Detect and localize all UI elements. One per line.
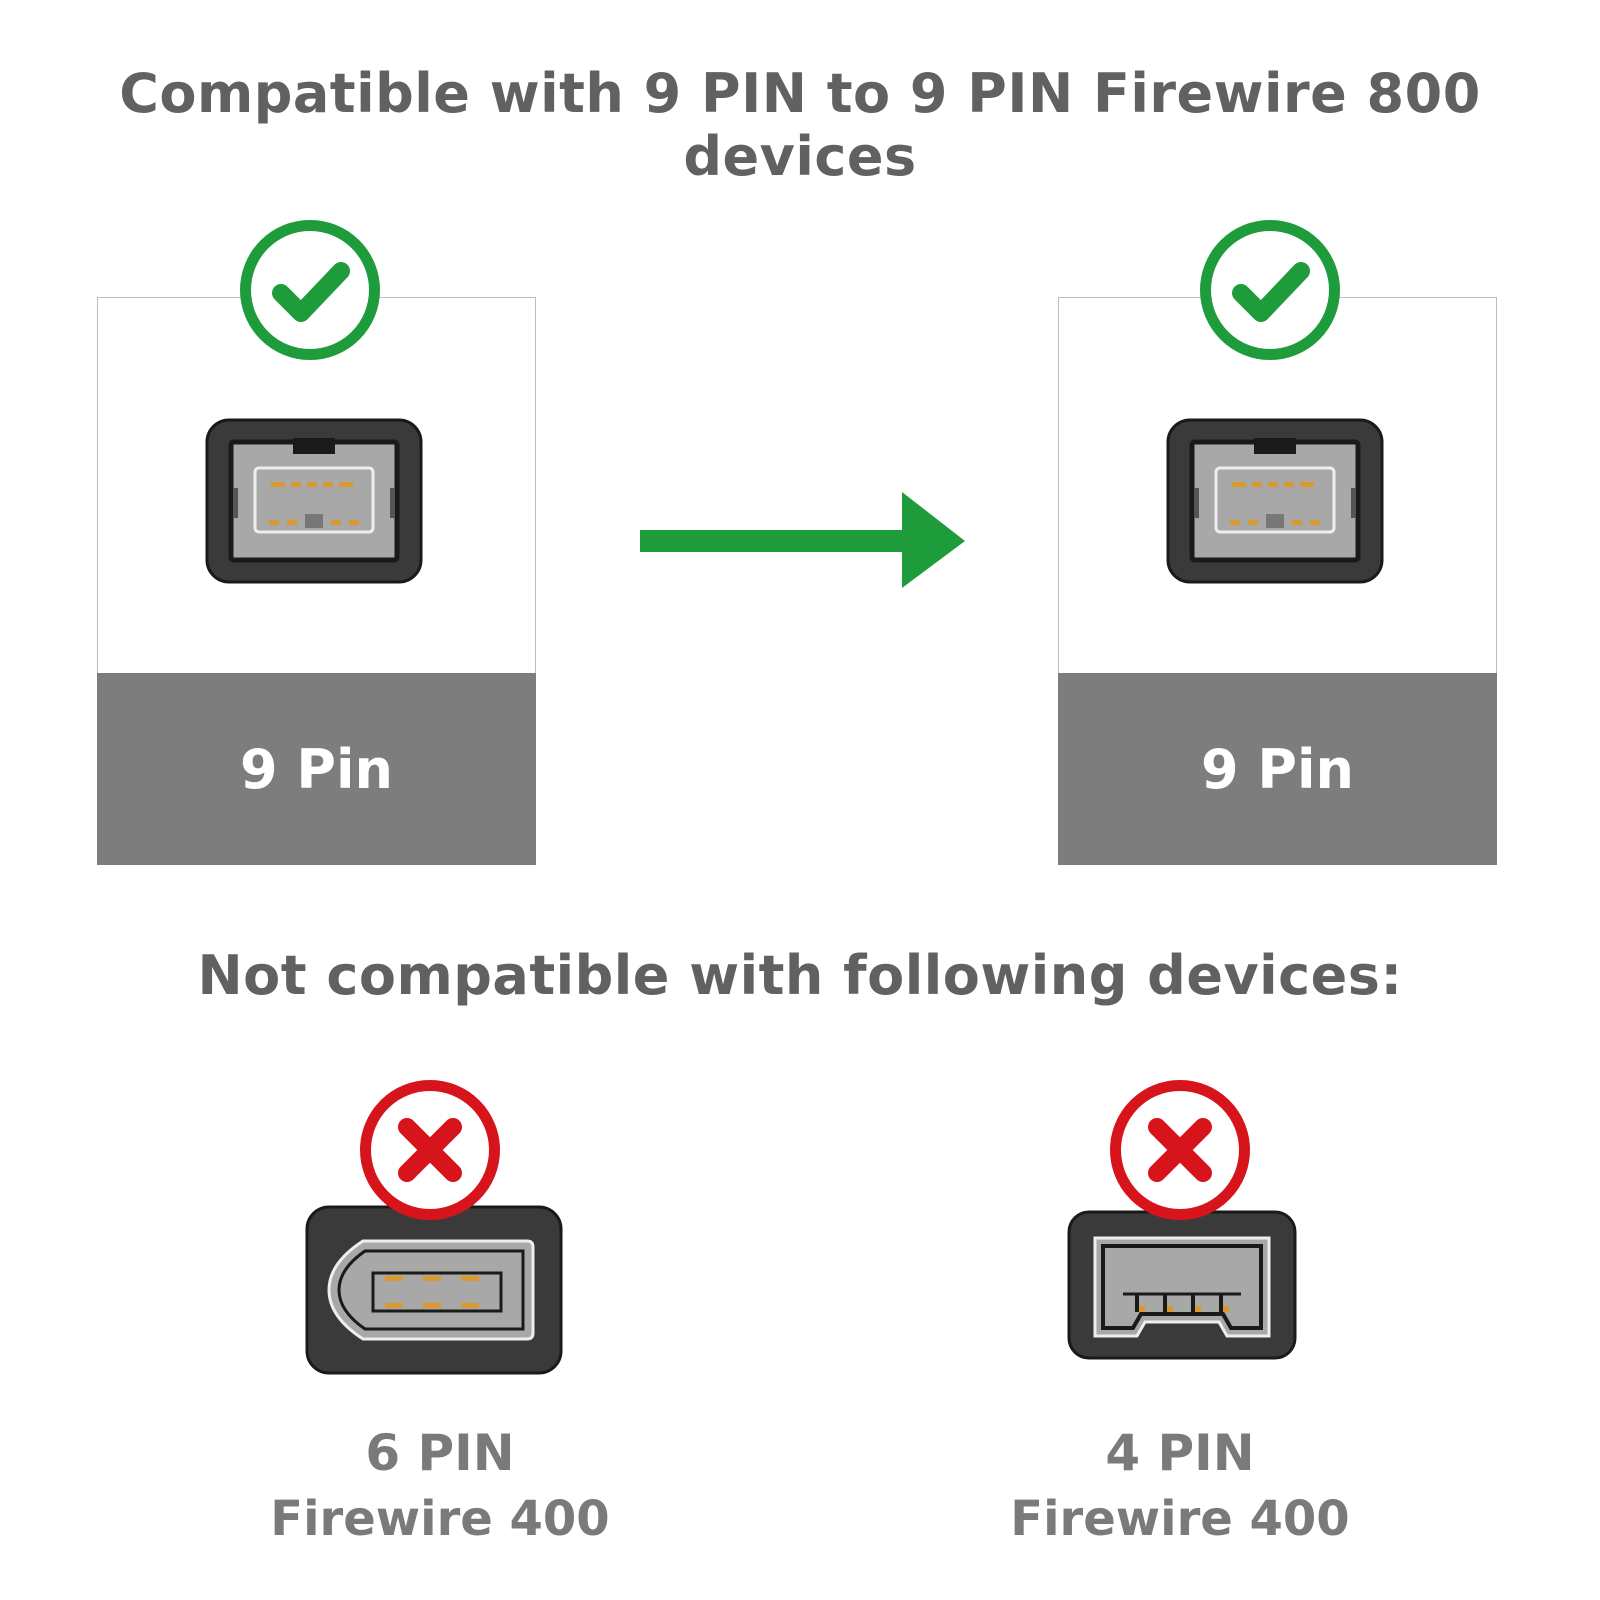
device-type-label: Firewire 400 bbox=[270, 1491, 610, 1547]
cross-circle-icon bbox=[1110, 1080, 1250, 1220]
compatible-card-left: 9 Pin bbox=[97, 297, 536, 865]
check-circle-icon bbox=[1200, 220, 1340, 360]
firewire-9pin-port-icon bbox=[1166, 418, 1384, 584]
firewire-9pin-port-icon bbox=[205, 418, 423, 584]
cross-circle-icon bbox=[360, 1080, 500, 1220]
device-pins-label: 4 PIN bbox=[1105, 1424, 1255, 1482]
firewire-6pin-port-icon bbox=[305, 1205, 563, 1375]
card-label-right: 9 Pin bbox=[1058, 673, 1497, 865]
compatible-title: Compatible with 9 PIN to 9 PIN Firewire … bbox=[119, 62, 1481, 188]
device-caption-6pin: 6 PIN Firewire 400 bbox=[180, 1420, 700, 1552]
device-type-label: Firewire 400 bbox=[1010, 1491, 1350, 1547]
arrow-right-icon bbox=[640, 490, 970, 594]
device-pins-label: 6 PIN bbox=[365, 1424, 515, 1482]
firewire-4pin-port-icon bbox=[1067, 1210, 1297, 1360]
check-circle-icon bbox=[240, 220, 380, 360]
incompatible-title: Not compatible with following devices: bbox=[197, 944, 1403, 1007]
device-caption-4pin: 4 PIN Firewire 400 bbox=[920, 1420, 1440, 1552]
card-label-left: 9 Pin bbox=[97, 673, 536, 865]
